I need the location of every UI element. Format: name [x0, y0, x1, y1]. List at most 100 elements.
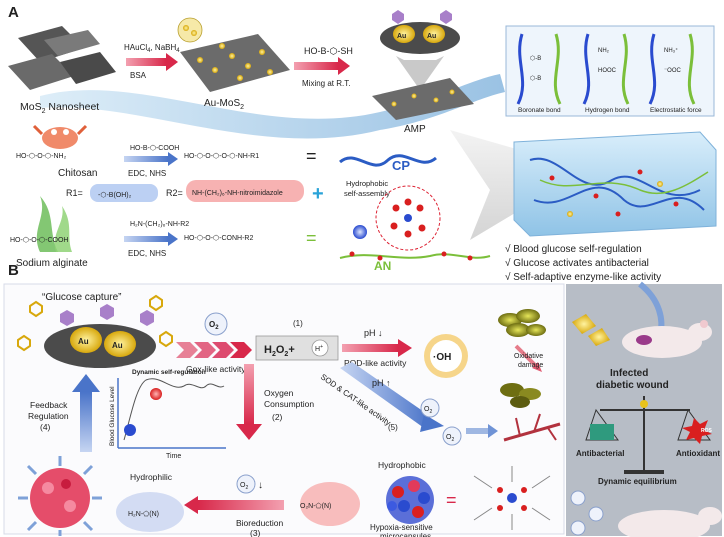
hydrophilic-label: Hydrophilic [130, 472, 173, 482]
mixing-label: Mixing at R.T. [302, 79, 350, 88]
h2o2-label: H2O2+ [264, 344, 295, 358]
feature-1: √ Blood glucose self-regulation [505, 243, 642, 255]
water-swoosh [40, 74, 505, 139]
synthesis-arrow-head [166, 53, 178, 71]
svg-text:⬡‑B: ⬡‑B [530, 55, 541, 62]
healed-mouse-icon [618, 507, 722, 537]
oxygen-consumption-line1: Oxygen [264, 388, 294, 398]
o2-bubble-right-2 [442, 426, 462, 446]
svg-text:Au: Au [427, 33, 436, 40]
antioxidant-label: Antioxidant [676, 449, 720, 458]
time-axis-label: Time [166, 453, 181, 460]
chitosan-label: Chitosan [58, 168, 97, 179]
panel-b-label: B [8, 262, 19, 279]
svg-text:⁻OOC: ⁻OOC [664, 68, 682, 74]
mixing-arrow-head [338, 57, 350, 75]
feedback-arrow-head [72, 374, 100, 392]
equals-sign-3: = [446, 490, 457, 510]
r2-label: R2= [166, 188, 183, 198]
oxidative-damage-line2: damage [518, 362, 543, 369]
alginate-arrow-head [168, 232, 178, 246]
dynamic-equilibrium-label: Dynamic equilibrium [598, 477, 677, 486]
glucose-curve-inset [117, 378, 226, 449]
bioreduction-label: Bioreduction [236, 518, 284, 528]
svg-text:NH₂: NH₂ [598, 48, 610, 54]
svg-text:⬡‑B: ⬡‑B [530, 75, 541, 82]
equals-sign-1: = [306, 146, 317, 166]
alginate-reagent-structure: H₂N‑(CH₂)₆‑NH‑R2 [130, 221, 189, 228]
blood-glucose-axis-label: Blood Glucose Level [109, 386, 116, 446]
ph-up-label: pH ↑ [372, 378, 391, 388]
infected-wound-line2: diabetic wound [596, 380, 669, 391]
bsa-label: BSA [130, 71, 147, 80]
o2-label-bottom: O2 [240, 482, 248, 491]
r1-structure: ‑⬡‑B(OH)₂ [98, 191, 132, 199]
cp-label: CP [392, 158, 410, 173]
step-2-label: (2) [272, 412, 283, 422]
oxygen-consumption-arrow-head [236, 424, 262, 440]
bond-label-electrostatic: Electrostatic force [650, 107, 702, 114]
aminoimidazole-structure: H₂N‑⬠(N) [128, 510, 159, 518]
feature-3: √ Self-adaptive enzyme-like activity [505, 271, 661, 283]
hydrophobic-assembly-line1: Hydrophobic [346, 179, 388, 188]
gel-patch-icon [572, 314, 610, 346]
step-1-label: (1) [293, 319, 303, 328]
hydrogel-block [513, 131, 717, 237]
oxidative-damage-line1: Oxidative [514, 353, 543, 360]
an-micelle [339, 185, 491, 261]
oxygen-bubbles-icon [570, 490, 604, 536]
assembly-funnel [450, 130, 520, 240]
edc-nhs-label-1: EDC, NHS [128, 169, 166, 178]
o2-bubble-bottom [236, 474, 256, 494]
svg-text:HOOC: HOOC [598, 68, 617, 74]
oh-radical-cluster [424, 334, 468, 378]
o2-down-arrow-icon: ↓ [258, 480, 263, 491]
balance-scale-icon [585, 396, 712, 474]
equals-sign-2: = [306, 228, 317, 248]
bond-label-boronate: Boronate bond [518, 107, 561, 114]
damaged-bacteria-icon [500, 383, 541, 408]
feedback-line2: Regulation [28, 411, 69, 421]
damage-arrow [514, 344, 538, 368]
o2-label-top: O2 [209, 320, 219, 331]
hydrophobic-assembly-line2: self-assembly [344, 189, 390, 198]
hypoxia-capsule-line1: Hypoxia-sensitive [370, 523, 433, 532]
o2-bubble-top [204, 312, 228, 336]
blood-vessel-icon [503, 413, 561, 442]
r2-structure: NH‑(CH₂)₆‑NH‑nitroimidazole [192, 190, 283, 197]
svg-text:Au: Au [78, 337, 89, 346]
hypoxia-microcapsule [386, 476, 434, 524]
svg-text:NH₃⁺: NH₃⁺ [664, 47, 678, 54]
chitosan-reagent-structure: HO‑B‑⬡‑COOH [130, 144, 179, 152]
an-label: AN [374, 259, 391, 273]
amp-label: AMP [404, 124, 426, 135]
mixing-arrow [294, 62, 338, 70]
crab-icon [32, 124, 88, 149]
oxygen-flow-arrow-head [488, 424, 498, 438]
oxygen-flow-arrow [466, 428, 488, 434]
antibacterial-label: Antibacterial [576, 449, 624, 458]
feedback-line1: Feedback [30, 400, 68, 410]
oxygen-consumption-arrow [244, 364, 254, 424]
o2-label-right-1: O2 [424, 406, 432, 415]
synthesis-arrow [126, 58, 166, 66]
chitosan-structure: HO‑⬡‑O‑⬡‑NH₂ [16, 152, 67, 160]
micelle-network [473, 466, 551, 530]
oh-radical-label: ·OH [433, 352, 451, 363]
amp-particle: Au Au [372, 10, 474, 120]
o2-label-right-2: O2 [446, 434, 454, 443]
glucose-capture-label: “Glucose capture” [42, 292, 121, 303]
sod-cat-arrow [340, 362, 444, 432]
feature-2: √ Glucose activates antibacterial [505, 257, 649, 269]
nitroimidazole-structure: O₂N‑⬠(N) [300, 502, 331, 510]
pod-arrow [342, 344, 398, 352]
sodium-alginate-label: Sodium alginate [16, 258, 88, 269]
mos2-label: MoS2 Nanosheet [20, 101, 99, 115]
r2-group-highlight [186, 180, 304, 202]
panel-a-label: A [8, 4, 19, 21]
boronic-acid-structure: HO‑B‑⬡‑SH [304, 46, 353, 56]
plus-sign: + [312, 183, 324, 205]
o2-bubble-right-1 [420, 398, 440, 418]
